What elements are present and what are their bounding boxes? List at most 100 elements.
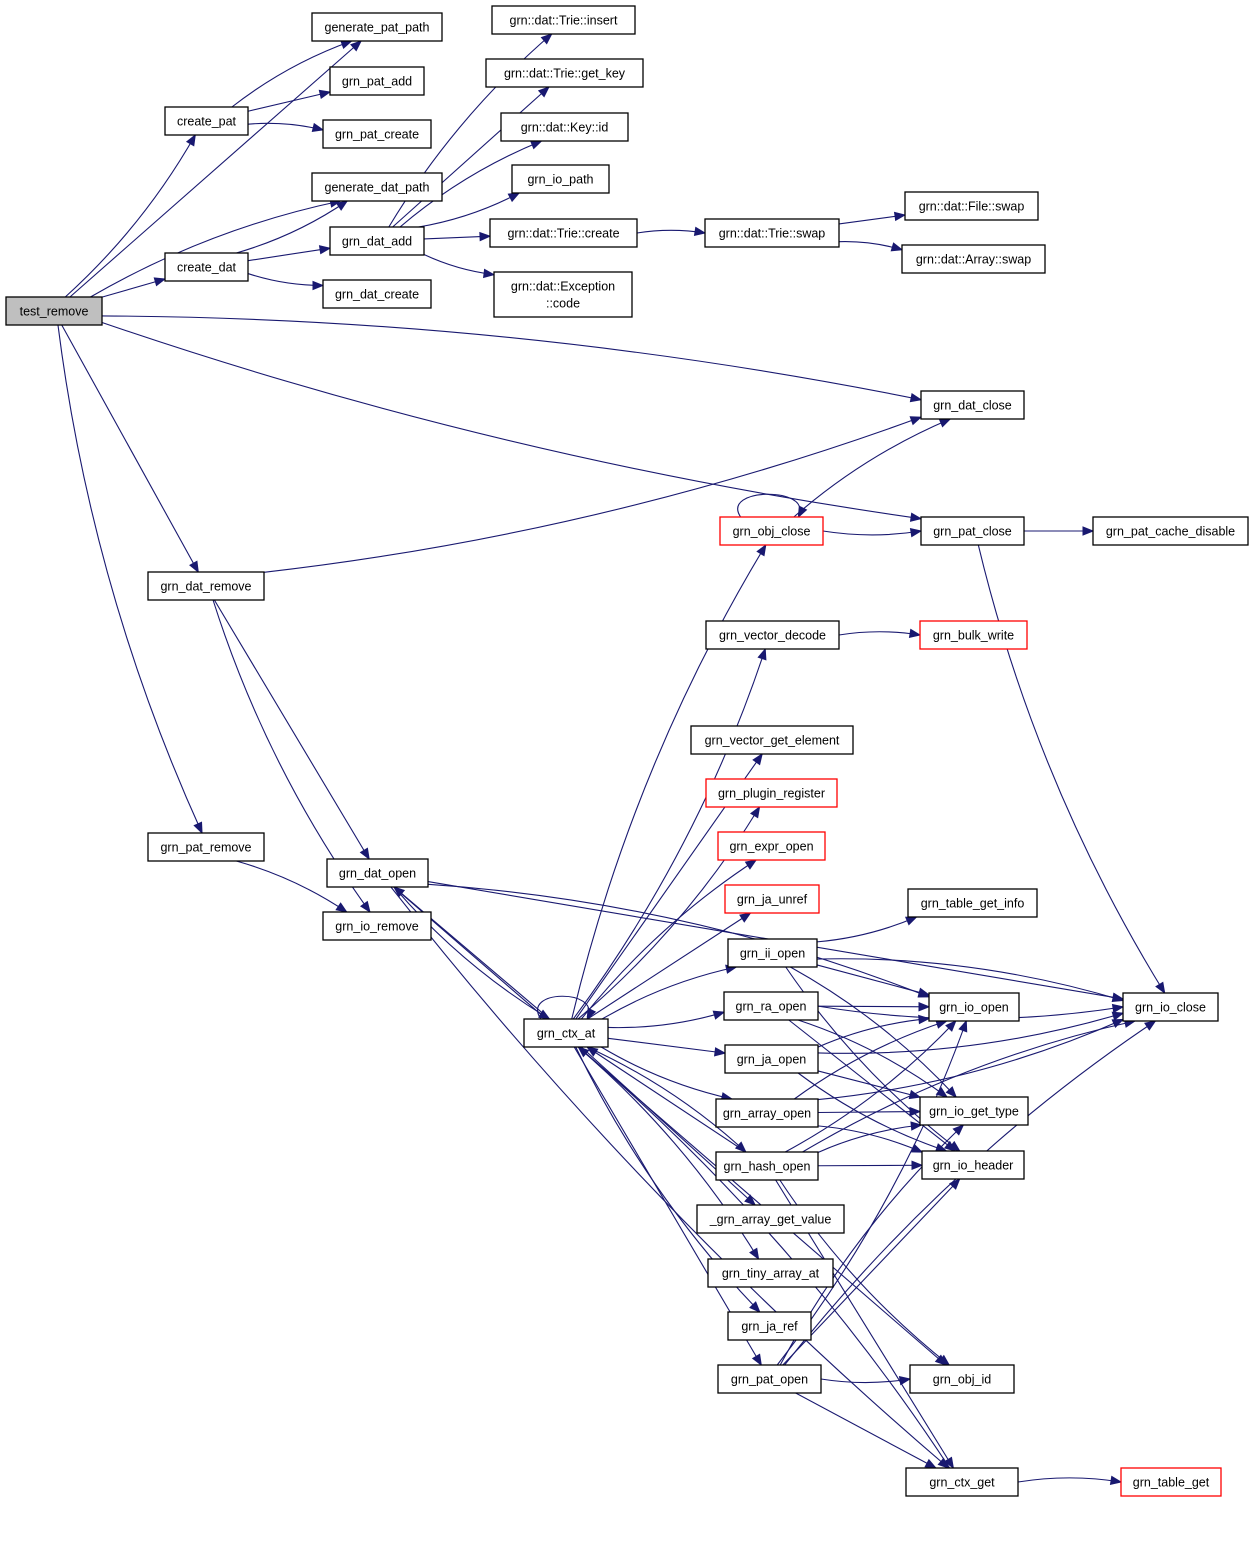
edge-line <box>393 886 947 1366</box>
edge-line <box>399 140 542 228</box>
node-grn-io-header[interactable]: grn_io_header <box>921 1150 1025 1180</box>
edge-grn_pat_remove-to-grn_io_remove <box>236 860 348 913</box>
node-key-id[interactable]: grn::dat::Key::id <box>500 112 629 142</box>
node-label: grn_bulk_write <box>933 629 1014 643</box>
arrowhead-icon <box>318 89 332 100</box>
node-grn-ra-open[interactable]: grn_ra_open <box>723 991 819 1021</box>
node-grn-pat-cache-disable[interactable]: grn_pat_cache_disable <box>1092 516 1249 546</box>
node-grn-ja-open[interactable]: grn_ja_open <box>724 1044 819 1074</box>
node-trie-get-key[interactable]: grn::dat::Trie::get_key <box>485 58 644 88</box>
arrowhead-icon <box>537 86 550 98</box>
node-grn-expr-open[interactable]: grn_expr_open <box>717 831 826 861</box>
node-box <box>920 390 1025 420</box>
edge-grn_ctx_at-to-grn_array_open <box>600 1046 734 1102</box>
node-grn-obj-id[interactable]: grn_obj_id <box>909 1364 1015 1394</box>
node-label: create_dat <box>177 261 237 275</box>
edge-line <box>263 416 922 573</box>
nodes-layer: test_remove create_pat create_dat generate_… <box>5 5 1249 1497</box>
edge-grn_ii_open-to-grn_table_get_info <box>816 916 918 943</box>
edge-line <box>418 192 520 228</box>
arrowhead-icon <box>359 900 371 914</box>
node-grn-ja-unref[interactable]: grn_ja_unref <box>724 884 820 914</box>
edge-line <box>793 418 951 518</box>
edge-line <box>802 1020 1136 1153</box>
node-generate-dat-path[interactable]: generate_dat_path <box>311 172 443 202</box>
node-trie-insert[interactable]: grn::dat::Trie::insert <box>491 5 636 35</box>
node-trie-swap[interactable]: grn::dat::Trie::swap <box>704 218 840 248</box>
arrowhead-icon <box>335 902 348 913</box>
node-grn-array-open[interactable]: grn_array_open <box>715 1098 819 1128</box>
node-grn-table-get[interactable]: grn_table_get <box>1120 1467 1222 1497</box>
arrowhead-icon <box>898 1375 912 1386</box>
node-grn-pat-add[interactable]: grn_pat_add <box>329 66 425 96</box>
edge-grn_ctx_at-to-grn_ja_open <box>607 1037 727 1057</box>
arrowhead-icon <box>318 245 332 255</box>
node-grn-io-path[interactable]: grn_io_path <box>511 164 610 194</box>
arrowhead-icon <box>908 628 922 639</box>
node-box <box>311 12 443 42</box>
node-grn-ja-ref[interactable]: grn_ja_ref <box>727 1311 812 1341</box>
node-box <box>705 778 838 808</box>
node-grn-bulk-write[interactable]: grn_bulk_write <box>919 620 1028 650</box>
node-grn-ctx-at[interactable]: grn_ctx_at <box>523 1018 609 1048</box>
node-grn-vector-decode[interactable]: grn_vector_decode <box>705 620 840 650</box>
node-grn-obj-close[interactable]: grn_obj_close <box>719 516 824 546</box>
node-box <box>493 271 633 318</box>
node-test-remove[interactable]: test_remove <box>5 296 103 326</box>
node-label: grn_ra_open <box>736 1000 807 1014</box>
node-label: test_remove <box>20 305 89 319</box>
arrowhead-icon <box>340 40 353 50</box>
arrowhead-icon <box>893 211 907 222</box>
node-grn-dat-create[interactable]: grn_dat_create <box>322 279 432 309</box>
node-file-swap[interactable]: grn::dat::File::swap <box>904 191 1039 221</box>
node-grn-dat-remove[interactable]: grn_dat_remove <box>147 571 265 601</box>
edge-line <box>817 1012 1124 1054</box>
node-grn-dat-close[interactable]: grn_dat_close <box>920 390 1025 420</box>
node-grn-dat-open[interactable]: grn_dat_open <box>326 858 429 888</box>
node-grn-plugin-register[interactable]: grn_plugin_register <box>705 778 838 808</box>
node-grn-ii-open[interactable]: grn_ii_open <box>727 938 818 968</box>
node-grn-hash-open[interactable]: grn_hash_open <box>715 1151 819 1181</box>
node-create-pat[interactable]: create_pat <box>164 106 249 136</box>
node-grn-ctx-get[interactable]: grn_ctx_get <box>905 1467 1019 1497</box>
node-exception-code[interactable]: grn::dat::Exception::code <box>493 271 633 318</box>
edge-grn_pat_close-to-grn_pat_cache_disable <box>1024 526 1095 536</box>
edge-grn_hash_open-to-grn_io_open <box>784 1020 957 1153</box>
node-generate-pat-path[interactable]: generate_pat_path <box>311 12 443 42</box>
node-grn-io-close[interactable]: grn_io_close <box>1122 992 1219 1022</box>
edge-line <box>101 315 922 401</box>
node-box <box>723 991 819 1021</box>
node-grn-pat-close[interactable]: grn_pat_close <box>920 516 1025 546</box>
node-create-dat[interactable]: create_dat <box>164 252 249 282</box>
edge-grn_array_open-to-grn_io_header <box>817 1125 924 1153</box>
node-grn-tiny-array-at[interactable]: grn_tiny_array_at <box>707 1258 834 1288</box>
node-label: grn_io_get_type <box>929 1105 1019 1119</box>
node-grn-pat-remove[interactable]: grn_pat_remove <box>147 832 265 862</box>
arrowhead-icon <box>917 987 931 997</box>
node-trie-create[interactable]: grn::dat::Trie::create <box>489 218 638 248</box>
node-array-swap[interactable]: grn::dat::Array::swap <box>901 244 1046 274</box>
node--grn-array-get-value[interactable]: _grn_array_get_value <box>696 1204 845 1234</box>
node-box <box>727 938 818 968</box>
edge-line <box>57 324 203 834</box>
arrowhead-icon <box>909 416 923 426</box>
node-grn-io-remove[interactable]: grn_io_remove <box>322 911 432 941</box>
node-grn-io-get-type[interactable]: grn_io_get_type <box>919 1096 1029 1126</box>
edge-line <box>61 324 199 573</box>
node-grn-pat-open[interactable]: grn_pat_open <box>717 1364 822 1394</box>
edge-line <box>817 1018 1124 1101</box>
node-grn-io-open[interactable]: grn_io_open <box>928 992 1020 1022</box>
edge-line <box>607 1011 725 1029</box>
node-grn-vector-get-element[interactable]: grn_vector_get_element <box>690 725 854 755</box>
node-grn-dat-add[interactable]: grn_dat_add <box>329 226 425 256</box>
arrowhead-icon <box>757 647 767 661</box>
node-label: grn_plugin_register <box>718 787 825 801</box>
arrowhead-icon <box>744 859 758 870</box>
arrowhead-icon <box>189 560 199 574</box>
edge-line <box>817 1125 923 1153</box>
node-label: grn_pat_cache_disable <box>1106 525 1235 539</box>
node-box <box>485 58 644 88</box>
node-grn-table-get-info[interactable]: grn_table_get_info <box>907 888 1038 918</box>
node-grn-pat-create[interactable]: grn_pat_create <box>322 119 432 149</box>
edge-grn_array_open-to-grn_io_get_type <box>817 1106 922 1117</box>
